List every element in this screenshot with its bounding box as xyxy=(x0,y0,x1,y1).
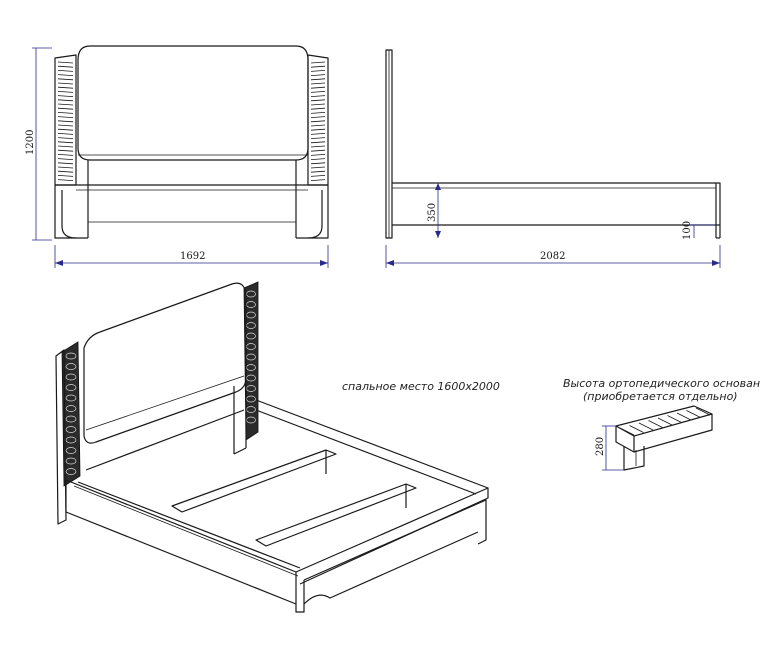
front-height-dimension: 1200 xyxy=(25,130,36,155)
base-height-dimension: 280 xyxy=(595,437,606,456)
left-panel-pattern xyxy=(65,352,77,475)
left-side-panel-slats xyxy=(57,61,74,181)
front-view: 1200 1692 xyxy=(25,45,329,268)
base-title: Высота ортопедического основания xyxy=(563,377,760,390)
sleep-area-label: спальное место 1600х2000 xyxy=(342,380,500,393)
side-leg-height-dimension: 100 xyxy=(682,221,693,240)
side-length-dimension: 2082 xyxy=(540,251,565,262)
front-width-dimension: 1692 xyxy=(180,251,205,262)
perspective-view: спальное место 1600х2000 xyxy=(55,281,500,613)
side-view: 350 100 2082 xyxy=(385,49,721,268)
right-side-panel-slats xyxy=(310,61,326,181)
base-lamellas xyxy=(619,407,711,436)
side-frame-height-dimension: 350 xyxy=(427,203,438,222)
orthopedic-base: Высота ортопедического основания (приобр… xyxy=(563,377,760,471)
base-subtitle: (приобретается отдельно) xyxy=(583,390,738,403)
